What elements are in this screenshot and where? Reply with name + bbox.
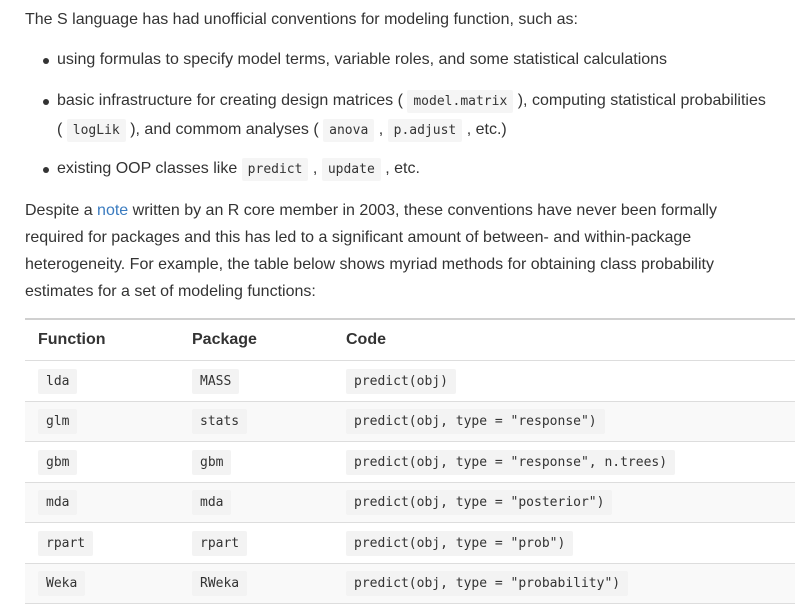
text: basic infrastructure for creating design… [57,92,408,109]
predict-code: predict(obj, type = "response") [346,409,605,435]
cell-function: glm [25,401,179,442]
cell-code: predict(obj) [333,360,795,402]
list-item: basic infrastructure for creating design… [25,87,797,145]
package-code: gbm [192,449,232,475]
table-row: mda mda predict(obj, type = "posterior") [25,482,795,523]
code-predict: predict [241,158,309,181]
text: Despite a [25,202,98,219]
cell-package: rpart [179,522,333,564]
text: , [308,160,322,177]
table-row: lda MASS predict(obj) [25,360,795,402]
function-code: lda [38,368,78,394]
class-probability-table: Function Package Code lda MASS predict(o… [25,318,795,604]
cell-function: mda [25,482,179,523]
package-code: stats [192,409,248,435]
table-row: gbm gbm predict(obj, type = "response", … [25,441,795,483]
table-header-row: Function Package Code [25,319,795,361]
predict-code: predict(obj, type = "prob") [346,530,574,556]
text: , etc. [380,160,420,177]
code-update: update [321,158,381,181]
text: written by an R core member in 2003, the… [128,202,717,219]
cell-function: Weka [25,563,179,604]
header-package: Package [179,319,333,361]
function-code: rpart [38,530,94,556]
package-code: mda [192,490,232,516]
cell-package: stats [179,401,333,442]
predict-code: predict(obj, type = "response", n.trees) [346,449,676,475]
predict-code: predict(obj, type = "probability") [346,571,629,597]
cell-code: predict(obj, type = "response", n.trees) [333,441,795,483]
list-item-text: using formulas to specify model terms, v… [57,51,668,68]
package-code: RWeka [192,571,248,597]
header-code: Code [333,319,795,361]
code-model-matrix: model.matrix [407,90,514,113]
code-anova: anova [323,119,375,142]
code-loglik: logLik [66,119,126,142]
cell-code: predict(obj, type = "prob") [333,522,795,564]
package-code: rpart [192,530,248,556]
list-item: existing OOP classes like predict , upda… [25,155,420,184]
function-code: gbm [38,449,78,475]
line: heterogeneity. For example, the table be… [25,256,714,273]
text: ), computing statistical probabilities [513,92,766,109]
note-link[interactable]: note [97,202,129,219]
line: required for packages and this has led t… [25,229,692,246]
code-p-adjust: p.adjust [387,119,463,142]
function-code: mda [38,490,78,516]
cell-function: lda [25,360,179,402]
cell-code: predict(obj, type = "posterior") [333,482,795,523]
heterogeneity-paragraph: Despite a note written by an R core memb… [25,197,795,305]
text: existing OOP classes like [57,160,242,177]
cell-code: predict(obj, type = "response") [333,401,795,442]
predict-code: predict(obj, type = "posterior") [346,490,613,516]
table-row: Weka RWeka predict(obj, type = "probabil… [25,563,795,604]
list-item: using formulas to specify model terms, v… [25,46,667,74]
table-row: glm stats predict(obj, type = "response"… [25,401,795,442]
package-code: MASS [192,368,240,394]
header-function: Function [25,319,179,361]
cell-code: predict(obj, type = "probability") [333,563,795,604]
line: Despite a note written by an R core memb… [25,197,795,224]
cell-package: gbm [179,441,333,483]
table-row: rpart rpart predict(obj, type = "prob") [25,522,795,564]
text: , etc.) [462,121,507,138]
text: , [374,121,388,138]
cell-package: mda [179,482,333,523]
text: ), and commom analyses ( [125,121,324,138]
intro-paragraph: The S language has had unofficial conven… [25,11,578,28]
cell-package: RWeka [179,563,333,604]
text: ( [57,121,67,138]
predict-code: predict(obj) [346,368,456,394]
cell-function: rpart [25,522,179,564]
cell-package: MASS [179,360,333,402]
function-code: glm [38,409,78,435]
cell-function: gbm [25,441,179,483]
line: estimates for a set of modeling function… [25,283,316,300]
function-code: Weka [38,571,86,597]
